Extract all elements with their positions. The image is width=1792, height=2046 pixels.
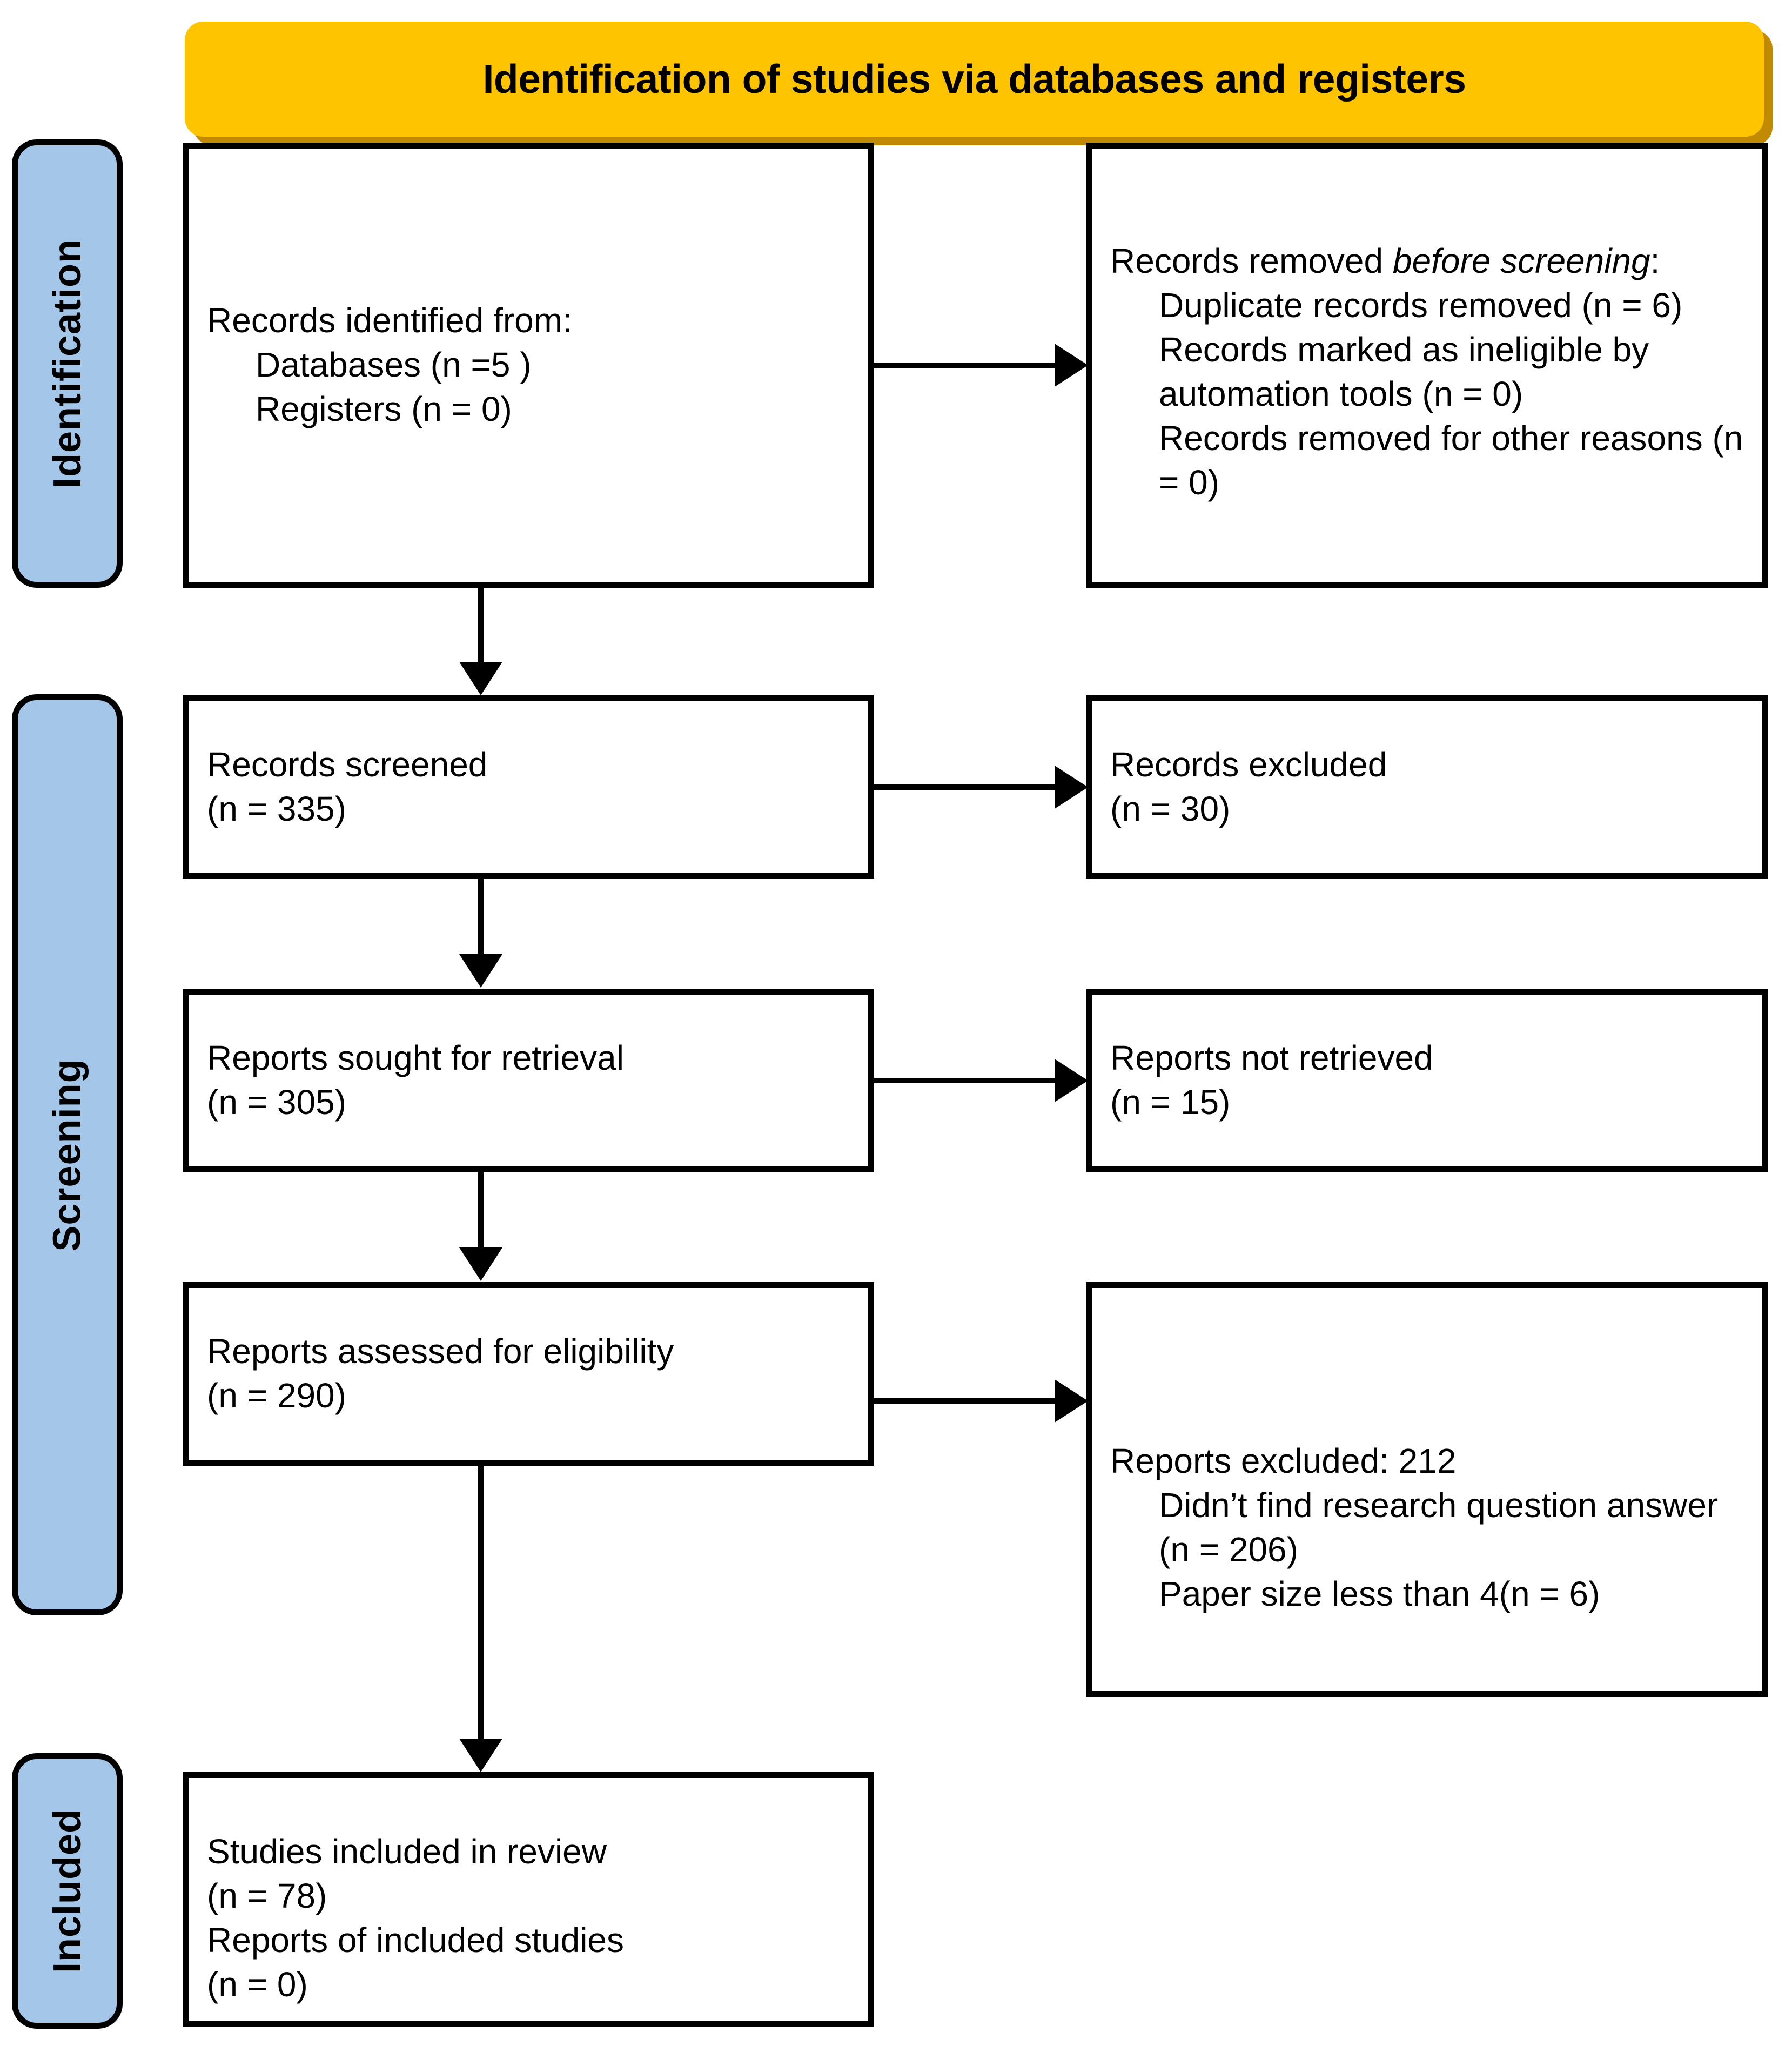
node-studies-included-in-review: Studies included in review (n = 78) Repo…	[183, 1772, 874, 2027]
node-line: Registers (n = 0)	[256, 389, 512, 428]
diagram-title: Identification of studies via databases …	[482, 56, 1466, 102]
node-reports-sought-for-retrieval: Reports sought for retrieval (n = 305)	[183, 989, 874, 1172]
node-heading: Reports excluded: 212	[1110, 1441, 1457, 1480]
stage-label-screening: Screening	[12, 694, 123, 1615]
diagram-title-banner: Identification of studies via databases …	[185, 22, 1764, 137]
node-line: Records removed for other reasons (n = 0…	[1159, 418, 1743, 502]
node-heading-italic: before screening	[1392, 242, 1650, 280]
node-records-identified-from: Records identified from: Databases (n =5…	[183, 143, 874, 588]
node-line: (n = 290)	[207, 1376, 346, 1415]
node-line: Reports of included studies	[207, 1920, 624, 1960]
node-line: Records marked as ineligible by automati…	[1159, 330, 1649, 413]
connector-assessed-to-reports-excluded	[874, 1398, 1058, 1404]
arrowhead-right	[1055, 766, 1088, 809]
node-line: Duplicate records removed (n = 6)	[1159, 285, 1683, 325]
connector-sought-to-assessed	[478, 1172, 484, 1251]
stage-label-identification: Identification	[12, 139, 123, 588]
node-line: Databases (n =5 )	[256, 345, 532, 385]
node-line: Studies included in review	[207, 1832, 607, 1871]
node-line: Reports assessed for eligibility	[207, 1332, 674, 1371]
node-line: Reports sought for retrieval	[207, 1038, 624, 1078]
stage-label-identification-text: Identification	[45, 239, 89, 488]
arrowhead-down	[459, 954, 502, 988]
connector-screened-to-excluded	[874, 784, 1058, 790]
node-records-screened: Records screened (n = 335)	[183, 695, 874, 879]
stage-label-included: Included	[12, 1753, 123, 2029]
node-reports-not-retrieved: Reports not retrieved (n = 15)	[1086, 989, 1768, 1172]
node-line: Paper size less than 4(n = 6)	[1159, 1574, 1600, 1613]
arrowhead-down	[459, 662, 502, 695]
connector-screened-to-sought	[478, 879, 484, 957]
arrowhead-right	[1055, 344, 1088, 387]
arrowhead-down	[459, 1739, 502, 1772]
connector-identified-to-screened	[478, 588, 484, 666]
node-records-excluded: Records excluded (n = 30)	[1086, 695, 1768, 879]
node-heading-colon: :	[1650, 242, 1660, 280]
node-line: Records screened	[207, 745, 488, 784]
node-line: (n = 15)	[1110, 1083, 1231, 1122]
connector-identified-to-removed	[874, 363, 1058, 368]
node-line: (n = 78)	[207, 1876, 327, 1915]
arrowhead-right	[1055, 1379, 1088, 1423]
connector-sought-to-not-retrieved	[874, 1078, 1058, 1083]
node-reports-assessed-for-eligibility: Reports assessed for eligibility (n = 29…	[183, 1282, 874, 1466]
node-heading: Records removed before screening:	[1110, 239, 1743, 284]
connector-assessed-to-studies-included	[478, 1466, 484, 1741]
node-line: (n = 305)	[207, 1083, 346, 1122]
arrowhead-right	[1055, 1059, 1088, 1102]
node-line: (n = 30)	[1110, 789, 1231, 828]
node-line: Records identified from:	[207, 301, 572, 340]
node-heading-plain: Records removed	[1110, 242, 1393, 280]
stage-label-screening-text: Screening	[45, 1058, 89, 1252]
node-line: Records excluded	[1110, 745, 1387, 784]
node-records-removed-before-screening: Records removed before screening: Duplic…	[1086, 143, 1768, 588]
node-line: Reports not retrieved	[1110, 1038, 1433, 1078]
node-line: (n = 0)	[207, 1964, 308, 2004]
arrowhead-down	[459, 1247, 502, 1281]
node-reports-excluded: Reports excluded: 212 Didn’t find resear…	[1086, 1282, 1768, 1697]
node-line: Didn’t find research question answer (n …	[1159, 1485, 1719, 1569]
stage-label-included-text: Included	[45, 1808, 89, 1974]
node-line: (n = 335)	[207, 789, 346, 828]
